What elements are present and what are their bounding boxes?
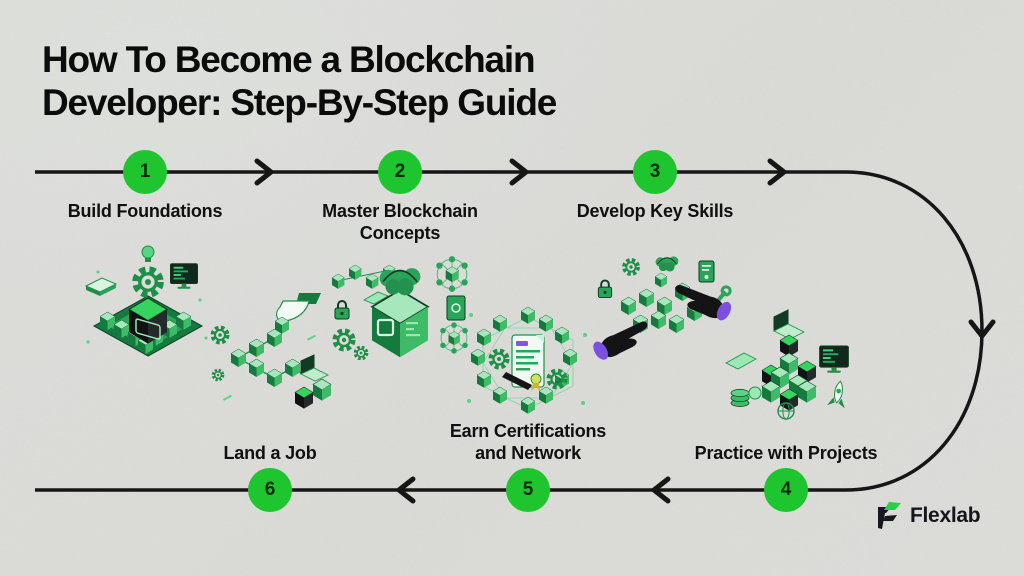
gear-icon <box>335 331 353 349</box>
step-1-number-badge: 1 <box>123 150 167 194</box>
step-2-label: Master Blockchain Concepts <box>322 201 478 243</box>
step-6-label: Land a Job <box>223 443 317 463</box>
pen-icon <box>502 372 532 390</box>
flow-curve-right <box>845 170 984 492</box>
step-3-number-badge: 3 <box>633 150 677 194</box>
step-number: 1 <box>139 161 151 182</box>
step-number: 5 <box>522 479 534 500</box>
brand-name: Flexlab <box>910 504 981 527</box>
padlock-icon <box>334 300 350 320</box>
left-arrowhead-icon <box>651 476 671 504</box>
laptop-icon <box>773 309 805 340</box>
lightbulb-icon <box>141 245 155 259</box>
gear-icon <box>211 368 225 382</box>
blockchain-brain-cube-icon <box>331 248 480 360</box>
right-arrowhead-icon <box>767 158 787 186</box>
left-hand <box>593 320 654 364</box>
brain-icon <box>378 267 422 297</box>
step-number: 3 <box>649 161 661 182</box>
network-molecule-icon <box>436 256 468 292</box>
code-monitor-icon <box>169 263 199 290</box>
gear-icon <box>353 345 369 360</box>
seal-ribbon <box>530 373 542 385</box>
certificate-icon <box>698 260 715 283</box>
gear-icon <box>624 260 638 274</box>
globe-icon <box>777 402 795 420</box>
gear-icon <box>213 328 227 342</box>
gear-icon <box>491 351 507 367</box>
foundations-learning-platform-icon <box>85 245 208 357</box>
right-arrowhead-icon <box>509 158 529 186</box>
brand-logo: Flexlab <box>874 502 981 530</box>
chip-circuit <box>135 318 161 340</box>
step-number: 6 <box>264 479 276 500</box>
hiring-hand-icon <box>275 293 321 322</box>
step-4-number-badge: 4 <box>764 468 808 512</box>
step-number: 2 <box>394 161 406 182</box>
step-6-number-badge: 6 <box>248 468 292 512</box>
down-arrowhead-icon <box>968 319 996 339</box>
step-2-number-badge: 2 <box>378 150 422 194</box>
gear-icon <box>136 270 160 294</box>
step-1-label: Build Foundations <box>67 201 223 221</box>
right-arrowhead-icon <box>254 158 274 186</box>
brain-icon <box>655 255 679 273</box>
project-cube-tower-icon <box>725 309 849 420</box>
hands-assembling-blocks-icon <box>593 255 733 364</box>
career-path-to-laptop-icon <box>207 293 332 410</box>
flexlab-bolt-icon <box>878 502 901 529</box>
certificate-scroll-icon <box>502 334 545 391</box>
left-arrowhead-icon <box>396 476 416 504</box>
step-5-number-badge: 5 <box>506 468 550 512</box>
step-number: 4 <box>780 479 792 500</box>
keyboard-pad <box>725 352 757 370</box>
padlock-icon <box>597 279 613 299</box>
laptop-icon <box>300 354 329 382</box>
page-title-line2: Developer: Step-By-Step Guide <box>42 82 557 123</box>
book-icon <box>446 295 466 321</box>
book-icon <box>85 277 117 297</box>
coins-icon <box>730 386 762 407</box>
qr-code <box>376 318 395 337</box>
code-monitor-icon <box>819 345 849 374</box>
certificate-network-icon <box>467 306 587 415</box>
rocket-icon <box>827 380 845 409</box>
step-5-label: Earn Certifications and Network <box>449 421 607 463</box>
page-title: How To Become a Blockchain Developer: St… <box>42 38 557 124</box>
page-title-line1: How To Become a Blockchain <box>42 39 536 80</box>
step-3-label: Develop Key Skills <box>576 201 734 221</box>
step-4-label: Practice with Projects <box>694 443 878 463</box>
